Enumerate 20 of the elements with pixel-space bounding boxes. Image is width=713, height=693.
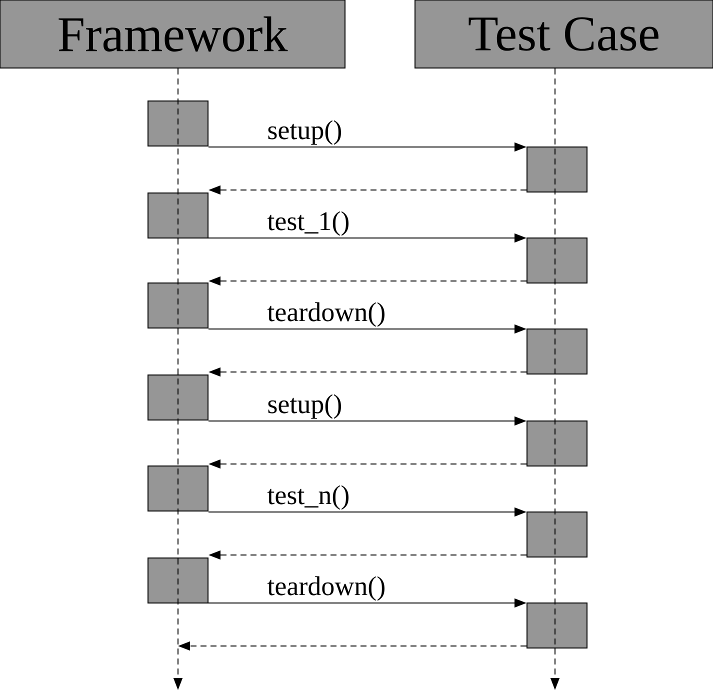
activation-box: [526, 602, 588, 648]
activation-box: [526, 146, 588, 192]
activation-box: [526, 420, 588, 466]
activation-box: [526, 238, 588, 284]
activation-box: [148, 100, 208, 146]
edge-label: test_n(): [266, 484, 351, 511]
activation-box: [148, 466, 208, 512]
activation-box: [148, 192, 208, 238]
edge-label: setup(): [266, 393, 344, 420]
participant-box: Framework: [0, 0, 346, 68]
edge-label: setup(): [266, 119, 344, 146]
participant-box: Test Case: [414, 0, 713, 68]
activation-box: [526, 512, 588, 558]
edge-label: teardown(): [266, 301, 387, 328]
activation-box: [148, 282, 208, 328]
activation-box: [526, 328, 588, 374]
activation-box: [148, 374, 208, 420]
activation-box: [148, 558, 208, 604]
edge-label: teardown(): [266, 575, 387, 602]
edge-label: test_1(): [266, 210, 351, 237]
